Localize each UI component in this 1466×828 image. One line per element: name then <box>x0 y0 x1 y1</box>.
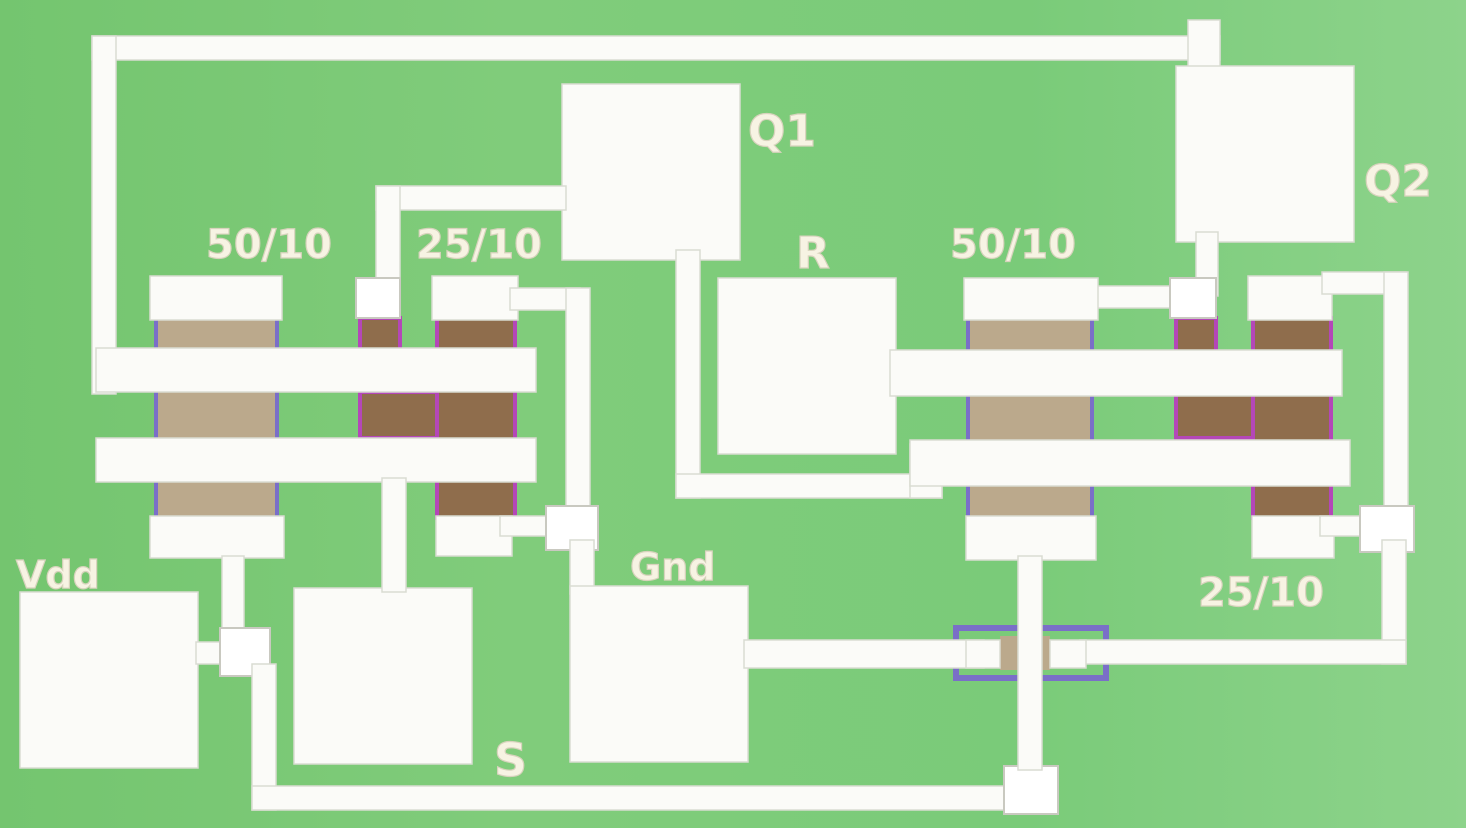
left-to-gnd-wire <box>569 539 595 595</box>
right-nmos-right-riser <box>1383 271 1409 541</box>
metal-layer <box>19 19 1415 815</box>
gnd-label: Gnd <box>630 545 715 589</box>
r-label: R <box>796 228 830 279</box>
left-nmos-size-label: 25/10 <box>416 222 542 268</box>
vdd-bottom-bus <box>251 785 1013 811</box>
right-pmos-top-contact <box>963 277 1099 321</box>
gnd-device-left-terminal <box>965 639 1001 669</box>
label-layer: Q1 Q2 R Vdd Gnd S 50/10 25/10 50/10 25/1… <box>15 105 1432 787</box>
right-pmos-bottom-contact <box>965 515 1097 561</box>
left-pmos-bottom-contact <box>149 515 285 559</box>
left-gate-bus-upper <box>95 347 537 393</box>
q1-down-wire <box>675 249 701 499</box>
right-gnd-return-wire <box>1079 639 1407 665</box>
right-pmos-diffusion <box>966 316 1094 520</box>
left-pmos-top-contact <box>149 275 283 321</box>
vdd-right-via <box>1003 765 1059 815</box>
gnd-pad <box>569 585 749 763</box>
q1-pad <box>561 83 741 261</box>
s-pad <box>293 587 473 765</box>
vdd-via <box>219 627 271 677</box>
left-gate-bus-lower <box>95 437 537 483</box>
right-gate-bus-lower <box>909 439 1351 487</box>
left-mid-top-via <box>355 277 401 319</box>
right-nmos-size-label: 25/10 <box>1198 570 1324 616</box>
vdd-pad <box>19 591 199 769</box>
s-up-wire <box>381 477 407 593</box>
left-pmos-size-label: 50/10 <box>206 222 332 268</box>
q2-pad <box>1175 65 1355 243</box>
q1-label: Q1 <box>748 106 816 157</box>
s-label: S <box>494 733 527 787</box>
left-loop-wire <box>91 35 117 395</box>
q2-label: Q2 <box>1364 156 1432 207</box>
vdd-label: Vdd <box>16 553 100 597</box>
right-gate-bus-upper <box>889 349 1343 397</box>
r-pad <box>717 277 897 455</box>
gnd-device-right-terminal <box>1049 639 1087 669</box>
q1-bottom-route <box>675 473 943 499</box>
right-pmos-size-label: 50/10 <box>950 222 1076 268</box>
left-nmos-right-riser <box>565 287 591 539</box>
q1-left-route <box>375 185 567 211</box>
vdd-right-riser <box>1017 555 1043 771</box>
right-nmos-top-contact <box>1247 275 1333 321</box>
right-nmos-b-diffusion <box>1251 316 1333 520</box>
gnd-right-wire <box>743 639 985 669</box>
top-bus-wire <box>91 35 1221 61</box>
left-nmos-top-contact <box>431 275 519 321</box>
right-mid-top-via <box>1169 277 1217 319</box>
